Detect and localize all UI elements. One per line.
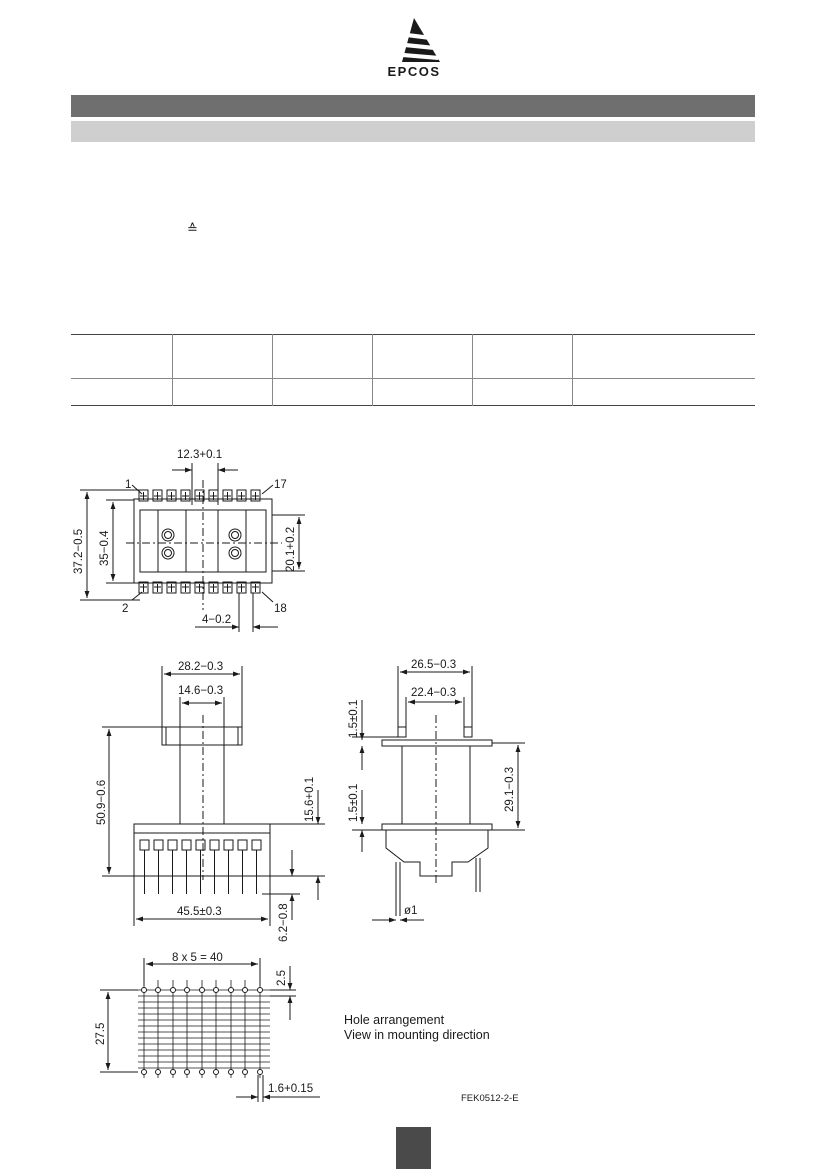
dim-base-height: 15.6+0.1 (304, 777, 316, 822)
header-bar-light (71, 121, 755, 142)
hole-arrangement-label: Hole arrangement (344, 1013, 445, 1027)
hole-arrangement-caption: Hole arrangement View in mounting direct… (344, 1013, 490, 1043)
side-view (352, 666, 525, 923)
dim-front-height: 50.9−0.6 (96, 780, 108, 825)
dim-outer-height: 37.2−0.5 (73, 529, 85, 574)
pin-label-18: 18 (274, 603, 287, 615)
table-col-divider (472, 334, 473, 406)
spec-table (71, 334, 755, 406)
dim-pin-spacing: 4−0.2 (202, 614, 231, 626)
dim-pin-diameter: ø1 (404, 905, 417, 917)
table-rule-mid (71, 378, 755, 379)
dim-inner-height: 35−0.4 (99, 530, 111, 566)
epcos-logo (380, 16, 448, 82)
dim-side-width: 26.5−0.3 (411, 659, 456, 671)
mounting-direction-label: View in mounting direction (344, 1028, 490, 1042)
dim-pin-length: 6.2−0.8 (278, 903, 290, 942)
dim-hole-pitch: 8 x 5 = 40 (172, 952, 223, 964)
pin-label-17: 17 (274, 479, 287, 491)
hole-pattern (138, 980, 270, 1078)
table-rule-bottom (71, 405, 755, 406)
dim-flange-top: 1.5±0.1 (348, 700, 360, 738)
dim-right-height: 20.1+0.2 (285, 527, 297, 572)
pin-label-1: 1 (125, 479, 131, 491)
table-rule-top (71, 334, 755, 335)
top-view (80, 463, 305, 632)
top-pin-row (138, 489, 261, 502)
corresponds-symbol: ≙ (187, 221, 198, 236)
dim-side-height: 29.1−0.3 (504, 767, 516, 812)
hole-dots (141, 987, 263, 1075)
page-number-tab (396, 1127, 431, 1169)
header-bar-dark (71, 95, 755, 117)
dim-hole-rows: 27.5 (95, 1023, 107, 1045)
dim-hole-offset: 2.5 (276, 970, 288, 986)
dim-side-inner: 22.4−0.3 (411, 687, 456, 699)
table-col-divider (372, 334, 373, 406)
front-view (102, 666, 325, 926)
brand-name: EPCOS (387, 64, 441, 79)
dim-front-width: 28.2−0.3 (178, 661, 223, 673)
drawing-code: FEK0512-2-E (461, 1093, 519, 1104)
table-col-divider (572, 334, 573, 406)
front-pin-row (139, 839, 262, 894)
dim-flange-bottom: 1.5±0.1 (348, 784, 360, 822)
table-col-divider (272, 334, 273, 406)
pin-label-2: 2 (122, 603, 128, 615)
table-col-divider (172, 334, 173, 406)
bottom-pin-row (138, 581, 261, 594)
dim-base-width: 45.5±0.3 (177, 906, 222, 918)
dim-hole-diameter: 1.6+0.15 (268, 1083, 313, 1095)
hole-pattern-dims (100, 958, 320, 1102)
dim-top-width: 12.3+0.1 (177, 449, 222, 461)
dim-front-inner: 14.6−0.3 (178, 685, 223, 697)
